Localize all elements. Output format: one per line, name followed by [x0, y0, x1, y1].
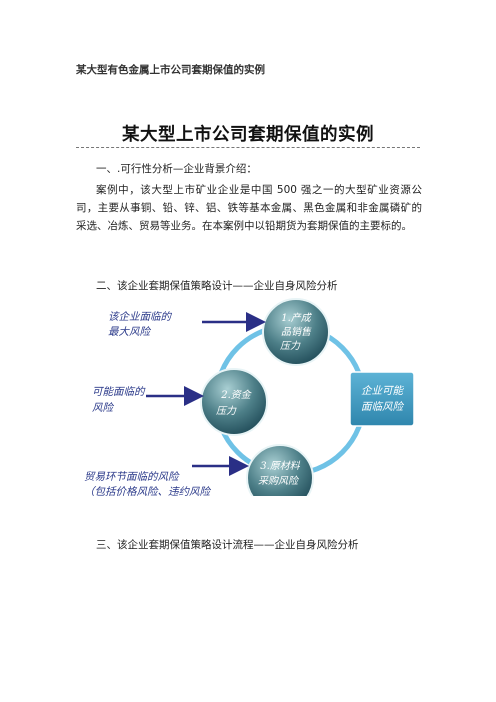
node-3-text-1: 3.原材料	[260, 460, 301, 472]
document-title: 某大型上市公司套期保值的实例	[122, 125, 374, 145]
node-3-procurement-risk: 3.原材料 采购风险	[246, 444, 314, 496]
node-1-text-1: 1.产成	[281, 312, 313, 324]
node-2-capital-pressure: 2.资金 压力	[200, 368, 268, 436]
label-1-text-1: 该企业面临的	[108, 311, 172, 323]
title-divider	[76, 147, 420, 148]
risk-analysis-diagram: 企业可能 面临风险 1.产成 品销售 压力 2.资金 压力 3.原材料 采购风险…	[76, 298, 422, 496]
section-1-heading: 一、.可行性分析—企业背景介绍：	[96, 163, 257, 175]
node-1-text-2: 品销售	[281, 326, 312, 338]
node-1-text-3: 压力	[280, 340, 301, 352]
center-risk-box: 企业可能 面临风险	[349, 371, 415, 427]
section-1-paragraph: 案例中，该大型上市矿业企业是中国 500 强之一的大型矿业资源公司，主要从事铜、…	[76, 184, 422, 233]
section-2-heading: 二、该企业套期保值策略设计——企业自身风险分析	[96, 280, 338, 292]
label-3-text-2: （包括价格风险、违约风险	[84, 486, 211, 496]
page-header: 某大型有色金属上市公司套期保值的实例	[76, 64, 265, 76]
label-2-text-1: 可能面临的	[92, 386, 146, 398]
node-2-text-1: 2.资金	[220, 389, 253, 401]
label-1-text-2: 最大风险	[108, 326, 151, 338]
node-2-text-2: 压力	[216, 405, 237, 417]
center-box-text-1: 企业可能	[361, 385, 404, 397]
node-1-sales-pressure: 1.产成 品销售 压力	[262, 298, 330, 366]
label-3-text-1: 贸易环节面临的风险	[84, 471, 180, 483]
label-2-text-2: 风险	[92, 402, 114, 414]
section-3-heading: 三、该企业套期保值策略设计流程——企业自身风险分析	[96, 539, 359, 551]
node-3-text-2: 采购风险	[258, 475, 300, 487]
center-box-text-2: 面临风险	[361, 401, 404, 413]
